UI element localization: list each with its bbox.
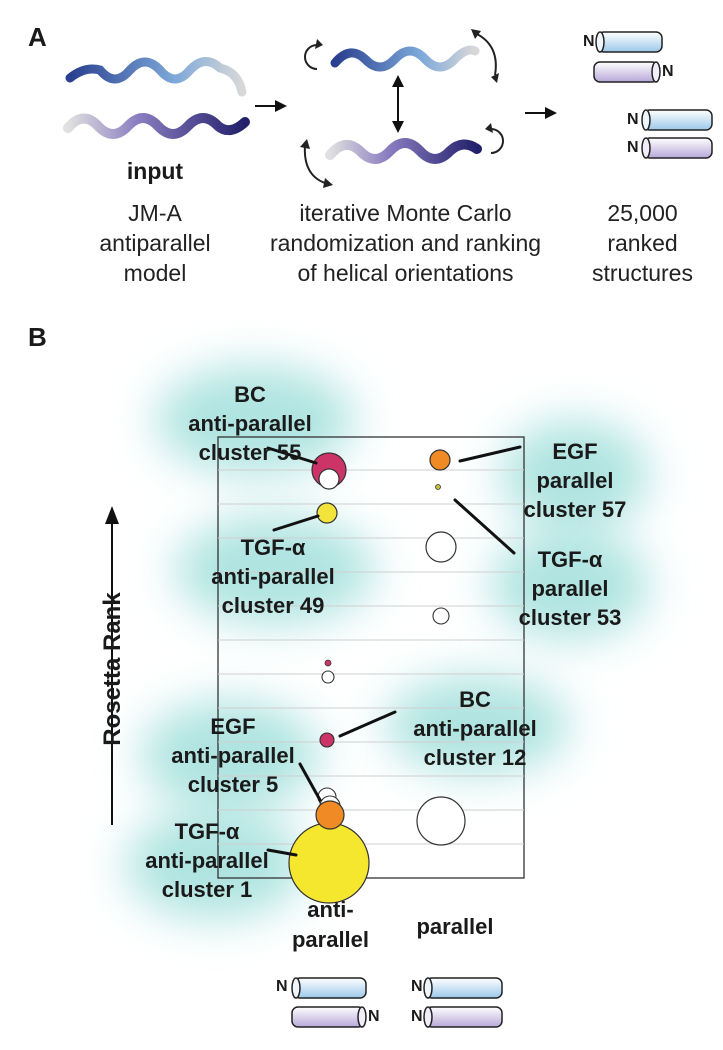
- terminus-label: N: [411, 1008, 423, 1025]
- output-caption-line: 25,000: [607, 200, 678, 226]
- column-label-line: anti-: [307, 897, 354, 922]
- right-arrow-icon: [255, 100, 287, 112]
- callout-glow: [175, 515, 375, 625]
- callout-line: TGF-α: [174, 819, 240, 844]
- callout-line: cluster 1: [161, 877, 253, 902]
- callout-glow: [125, 810, 305, 920]
- bubble-bc-cluster-12: [319, 732, 335, 748]
- right-arrow-icon: [525, 107, 557, 119]
- callout-glow: [140, 700, 320, 810]
- process-caption: iterative Monte Carlo randomization and …: [258, 198, 553, 288]
- callout-line: TGF-α: [240, 535, 306, 560]
- callout-line: anti-parallel: [211, 564, 335, 589]
- callout-tgf-anti-49: TGF-α anti-parallel cluster 49: [188, 533, 358, 620]
- leader-line: [266, 848, 298, 857]
- input-helix-pair-icon: [63, 57, 250, 139]
- bubble-tgf-cluster-49: [316, 502, 338, 524]
- callout-egf-anti-5: EGF anti-parallel cluster 5: [148, 712, 318, 799]
- callout-line: cluster 57: [523, 497, 627, 522]
- bubble-white: [416, 796, 466, 846]
- callout-line: anti-parallel: [145, 848, 269, 873]
- callout-tgf-parallel-53: TGF-α parallel cluster 53: [500, 545, 640, 632]
- callout-bc-anti-12: BC anti-parallel cluster 12: [390, 685, 560, 772]
- leader-line: [338, 710, 397, 738]
- panel-b-letter: B: [28, 322, 47, 352]
- callout-line: parallel: [531, 576, 609, 601]
- callout-line: EGF: [210, 714, 256, 739]
- callout-line: BC: [459, 687, 491, 712]
- terminus-label: N: [276, 978, 288, 995]
- leader-line: [266, 446, 318, 465]
- callout-line: anti-parallel: [413, 716, 537, 741]
- bubble-tgf-cluster-53: [435, 484, 441, 490]
- leader-line: [453, 498, 516, 555]
- callout-line: BC: [234, 382, 266, 407]
- process-caption-line: randomization and ranking: [269, 230, 542, 256]
- output-caption-line: ranked: [607, 230, 678, 256]
- process-caption-line: of helical orientations: [297, 260, 514, 286]
- callout-line: parallel: [536, 468, 614, 493]
- bubble-egf-cluster-5: [315, 800, 345, 830]
- input-caption: JM-A antiparallel model: [55, 198, 255, 288]
- bubble-small-red: [324, 659, 332, 667]
- callout-glow: [500, 420, 650, 530]
- output-caption: 25,000 ranked structures: [575, 198, 710, 288]
- terminus-label: N: [411, 978, 423, 995]
- callout-line: cluster 53: [518, 605, 622, 630]
- callout-tgf-anti-1: TGF-α anti-parallel cluster 1: [122, 817, 292, 904]
- column-label-antiparallel: anti- parallel: [283, 895, 378, 955]
- y-axis-label: Rosetta Rank: [99, 592, 126, 746]
- output-cylinders-icon: [593, 31, 713, 159]
- panel-a-letter: A: [28, 22, 47, 52]
- input-caption-line: antiparallel: [99, 230, 211, 256]
- monte-carlo-helices-icon: [300, 29, 504, 188]
- leader-line: [298, 762, 322, 802]
- process-caption-line: iterative Monte Carlo: [299, 200, 512, 226]
- output-caption-line: structures: [592, 260, 693, 286]
- terminus-label: N: [627, 111, 639, 128]
- input-caption-line: model: [123, 260, 187, 286]
- parallel-cylinders-icon: [423, 977, 503, 1028]
- callout-glow: [490, 530, 650, 640]
- bubble-white: [318, 468, 340, 490]
- terminus-label: N: [583, 33, 595, 50]
- leader-line: [272, 514, 320, 532]
- input-title: input: [126, 158, 184, 184]
- terminus-label: N: [627, 139, 639, 156]
- callout-egf-parallel-57: EGF parallel cluster 57: [510, 437, 640, 524]
- bubble-egf-cluster-57: [429, 449, 451, 471]
- callout-line: anti-parallel: [188, 411, 312, 436]
- terminus-label: N: [368, 1008, 380, 1025]
- callout-line: TGF-α: [537, 547, 603, 572]
- callout-line: cluster 5: [187, 772, 279, 797]
- column-label-parallel: parallel: [416, 914, 494, 939]
- input-caption-line: JM-A: [128, 200, 182, 226]
- bubble-white: [425, 531, 457, 563]
- column-label-line: parallel: [291, 927, 370, 952]
- bubble-white: [432, 607, 450, 625]
- callout-line: anti-parallel: [171, 743, 295, 768]
- bubble-tgf-cluster-1: [288, 822, 370, 904]
- terminus-label: N: [662, 63, 674, 80]
- callout-line: cluster 49: [221, 593, 325, 618]
- callout-line: cluster 55: [198, 440, 302, 465]
- callout-bc-anti-55: BC anti-parallel cluster 55: [165, 380, 335, 467]
- antiparallel-cylinders-icon: [291, 977, 367, 1028]
- callout-glow: [385, 675, 570, 775]
- bubble-white: [321, 670, 335, 684]
- callout-line: EGF: [552, 439, 598, 464]
- callout-line: cluster 12: [423, 745, 527, 770]
- leader-line: [458, 445, 522, 463]
